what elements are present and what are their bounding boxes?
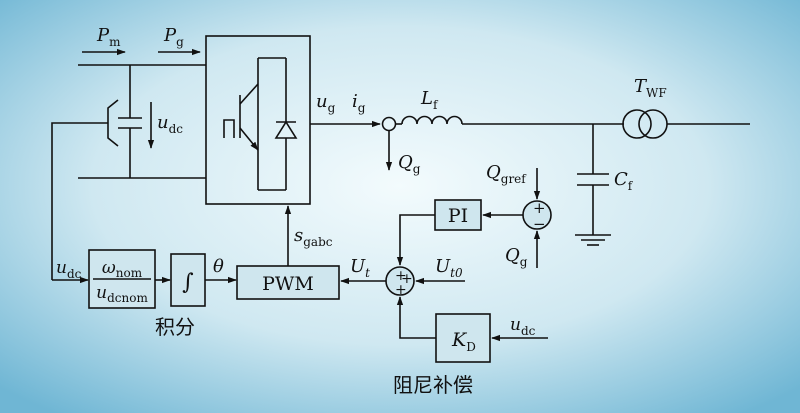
label-qgref: Qgref	[486, 162, 527, 186]
integrator-label: ∫	[182, 270, 194, 295]
label-pg: Pg	[163, 25, 184, 49]
inverter-box	[205, 35, 311, 205]
sum-ut-plus-top: +	[395, 268, 407, 284]
diode-triangle	[274, 120, 298, 139]
ratio-denominator: udcnom	[96, 283, 148, 305]
caption-integral: 积分	[155, 315, 195, 339]
sum-q-minus: −	[533, 215, 546, 233]
igbt-gate	[223, 119, 235, 138]
udc-measure-line	[51, 122, 108, 280]
kd-label: KD	[451, 329, 476, 354]
sum-junction-ut	[385, 266, 415, 296]
sum-ut-plus-bottom: +	[395, 282, 407, 298]
kd-to-sum	[396, 296, 436, 339]
sum-ut-plus-right: +	[401, 271, 413, 287]
inductor-lf	[401, 115, 463, 125]
pi-label: PI	[448, 205, 468, 227]
ac-side	[310, 109, 750, 246]
pi-to-sum	[396, 214, 435, 266]
label-ut0: Ut0	[435, 256, 463, 280]
label-twf: TWF	[634, 76, 667, 100]
label-cf: Cf	[614, 169, 634, 193]
label-ug: ug	[316, 91, 336, 115]
ratio-numerator: ωnom	[102, 258, 143, 280]
transformer-coil-1	[622, 109, 652, 139]
label-udc-input: udc	[56, 258, 82, 281]
igbt-collector	[239, 83, 259, 105]
sum-q-plus: +	[533, 199, 546, 217]
inverter	[205, 35, 311, 268]
text-labels: Pm Pg udc ug ig Lf TWF Qg Qgref Cf Qg sg…	[56, 25, 667, 397]
label-ut: Ut	[350, 256, 370, 280]
caption-damping: 阻尼补偿	[393, 373, 473, 397]
label-qg-out: Qg	[398, 152, 421, 176]
label-theta: θ	[213, 256, 224, 277]
label-udc-cap: udc	[157, 112, 183, 136]
control-section	[52, 168, 552, 363]
pwm-block	[236, 265, 340, 300]
label-ig: ig	[352, 91, 366, 115]
pwm-label: PWM	[262, 273, 314, 295]
dc-link	[51, 48, 206, 280]
pi-block	[434, 199, 482, 231]
igbt-emitter	[239, 127, 259, 151]
label-udc-kd: udc	[510, 315, 536, 338]
label-sgabc: sgabc	[294, 225, 333, 249]
label-qg-feedback: Qg	[505, 245, 528, 269]
label-pm: Pm	[96, 25, 121, 49]
label-lf: Lf	[420, 88, 439, 112]
